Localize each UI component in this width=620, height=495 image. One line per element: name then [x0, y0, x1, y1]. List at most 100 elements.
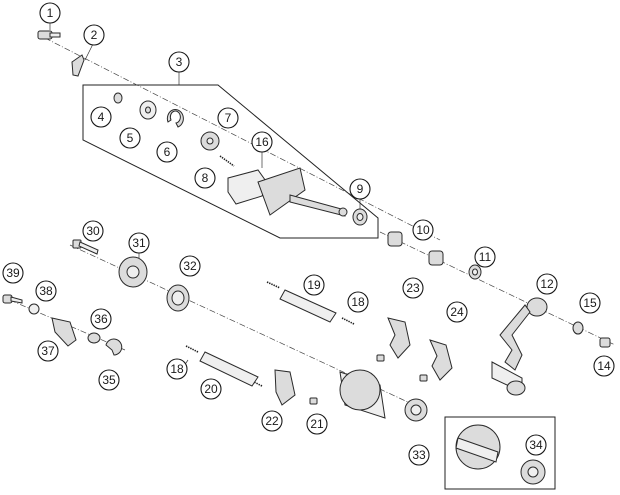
- part-6-clip: [166, 109, 184, 128]
- callout-30-label: 30: [86, 224, 100, 238]
- part-39-screw: [2, 294, 23, 304]
- callout-7: 7: [217, 107, 239, 129]
- callout-1: 1: [39, 2, 61, 24]
- callout-36: 36: [90, 308, 112, 330]
- callout-30: 30: [82, 220, 104, 242]
- part-12-shift-lever: [491, 297, 548, 396]
- callout-5: 5: [119, 127, 141, 149]
- part-24-fork: [429, 339, 453, 381]
- callout-7-label: 7: [225, 111, 232, 125]
- callout-9: 9: [349, 178, 371, 200]
- part-34-washer: [520, 459, 546, 485]
- callout-12: 12: [536, 273, 558, 295]
- part-8-spring: [219, 155, 235, 167]
- callout-1-label: 1: [47, 6, 54, 20]
- part-16-shift-shaft: [227, 167, 348, 217]
- callout-19: 19: [303, 274, 325, 296]
- callout-24: 24: [446, 301, 468, 323]
- part-4-pin: [113, 92, 123, 104]
- part-37-lever: [51, 317, 77, 347]
- part-33-drum-assembly: [455, 424, 501, 470]
- part-14-bolt: [599, 337, 611, 348]
- callout-31-label: 31: [132, 236, 146, 250]
- callout-22: 22: [261, 410, 283, 432]
- callout-18-right-label: 18: [351, 295, 365, 309]
- callout-35: 35: [98, 369, 120, 391]
- callout-3: 3: [168, 51, 190, 73]
- callout-37-label: 37: [41, 344, 55, 358]
- callout-36-label: 36: [94, 312, 108, 326]
- part-1-bolt: [37, 30, 61, 40]
- callout-11: 11: [474, 246, 496, 268]
- callout-39-label: 39: [6, 266, 20, 280]
- part-35-spring: [105, 338, 123, 356]
- callout-16-label: 16: [255, 135, 269, 149]
- callout-20-label: 20: [204, 382, 218, 396]
- callout-39: 39: [2, 262, 24, 284]
- callout-23-label: 23: [406, 281, 420, 295]
- callout-18-left-label: 18: [170, 362, 184, 376]
- callout-10-label: 10: [416, 223, 430, 237]
- callout-14-label: 14: [597, 359, 611, 373]
- part-7-washer: [200, 131, 220, 151]
- part-36-roller: [87, 332, 101, 344]
- part-32-ring: [166, 284, 190, 312]
- callout-2: 2: [83, 24, 105, 46]
- callout-15: 15: [579, 292, 601, 314]
- part-5-washer: [139, 100, 157, 120]
- callout-2-label: 2: [91, 28, 98, 42]
- callout-38-label: 38: [39, 284, 53, 298]
- part-31-bearing: [118, 256, 148, 288]
- callout-34: 34: [525, 434, 547, 456]
- callout-8: 8: [194, 167, 216, 189]
- callout-10: 10: [412, 219, 434, 241]
- part-23-fork: [387, 317, 411, 359]
- callout-4-label: 4: [98, 110, 105, 124]
- callout-22-label: 22: [265, 414, 279, 428]
- callout-9-label: 9: [357, 182, 364, 196]
- callout-21-label: 21: [310, 417, 324, 431]
- callout-19-label: 19: [307, 278, 321, 292]
- part-11-seal: [468, 264, 482, 280]
- callout-21: 21: [306, 413, 328, 435]
- callout-18-left: 18: [166, 358, 188, 380]
- part-10-bushings: [387, 231, 444, 266]
- part-22-fork: [274, 369, 296, 406]
- callout-37: 37: [37, 340, 59, 362]
- callout-12-label: 12: [540, 277, 554, 291]
- callout-18-right: 18: [347, 291, 369, 313]
- callout-4: 4: [90, 106, 112, 128]
- part-38-washer: [28, 303, 40, 315]
- callout-23: 23: [402, 277, 424, 299]
- part-18-springs: [185, 281, 355, 387]
- callout-20: 20: [200, 378, 222, 400]
- part-30-screw: [72, 239, 99, 255]
- callout-15-label: 15: [583, 296, 597, 310]
- group-3-frame: [82, 84, 379, 239]
- callout-33-label: 33: [412, 448, 426, 462]
- callout-33: 33: [408, 444, 430, 466]
- shift-drum: [339, 369, 428, 422]
- callout-11-label: 11: [479, 250, 492, 264]
- part-9-seal: [352, 208, 368, 226]
- callout-35-label: 35: [102, 373, 116, 387]
- callout-38: 38: [35, 280, 57, 302]
- part-2-lever: [71, 54, 85, 77]
- callout-14: 14: [593, 355, 615, 377]
- callout-24-label: 24: [450, 305, 464, 319]
- group-33-frame: [444, 416, 556, 490]
- part-20-rod: [199, 351, 259, 387]
- callout-32: 32: [179, 255, 201, 277]
- callout-3-label: 3: [176, 55, 183, 69]
- part-19-rod: [279, 289, 337, 323]
- callout-16: 16: [251, 131, 273, 153]
- callout-32-label: 32: [183, 259, 197, 273]
- callout-6: 6: [156, 141, 178, 163]
- callout-6-label: 6: [164, 145, 171, 159]
- part-21-pins: [309, 354, 428, 405]
- callout-5-label: 5: [127, 131, 134, 145]
- callout-31: 31: [128, 232, 150, 254]
- part-15-washer: [572, 321, 584, 335]
- callout-8-label: 8: [202, 171, 209, 185]
